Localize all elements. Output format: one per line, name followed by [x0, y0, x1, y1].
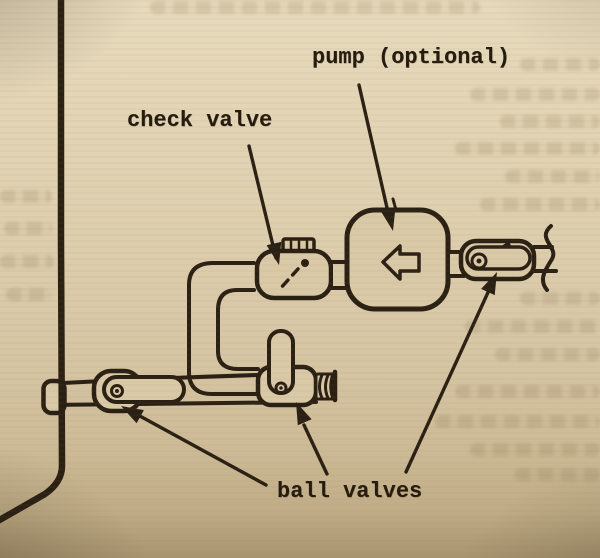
bleedthrough-text-band: [6, 288, 52, 301]
bleedthrough-text-band: [520, 58, 600, 71]
bleedthrough-text-band: [0, 255, 54, 268]
valve-pivot: [470, 252, 488, 270]
bleedthrough-text-band: [455, 385, 600, 398]
pipe-break-mark: [541, 224, 556, 292]
ball-valve-middle: [255, 329, 319, 408]
riser-pipe: [187, 261, 260, 396]
label-pump: pump (optional): [312, 45, 511, 70]
hose-thread-fitting: [314, 369, 338, 403]
valve-pivot: [110, 384, 124, 398]
pump-symbol: [344, 197, 451, 312]
bleedthrough-text-band: [515, 468, 600, 481]
valve-pivot: [274, 381, 288, 395]
label-check-valve: check valve: [127, 108, 273, 133]
pump-arrow: [357, 83, 396, 231]
barrel-wall: [0, 0, 66, 524]
bleedthrough-text-band: [470, 88, 600, 101]
check-valve-arrow: [247, 144, 282, 265]
bleedthrough-text-band: [495, 348, 600, 361]
label-ball-valves: ball valves: [277, 479, 423, 504]
bleedthrough-text-band: [465, 320, 600, 333]
flow-direction-arrow: [381, 244, 421, 281]
ball-valve-right: [458, 238, 537, 282]
bleedthrough-text-band: [500, 115, 600, 128]
bleedthrough-text-band: [4, 222, 52, 235]
check-valve-flap: [277, 267, 300, 292]
bleedthrough-text-band: [435, 415, 600, 428]
ball-valves-arrows: [121, 272, 497, 487]
bleedthrough-text-band: [470, 443, 600, 456]
ball-valve-left: [91, 368, 186, 414]
bleedthrough-text-band: [520, 292, 600, 305]
check-valve-hinge-dot: [301, 259, 309, 267]
check-valve-symbol: [254, 237, 334, 301]
bleedthrough-text-band: [505, 170, 600, 183]
bleedthrough-text-band: [150, 1, 480, 14]
bleedthrough-text-band: [455, 142, 600, 155]
bleedthrough-text-band: [480, 198, 600, 211]
bleedthrough-text-band: [0, 190, 52, 203]
